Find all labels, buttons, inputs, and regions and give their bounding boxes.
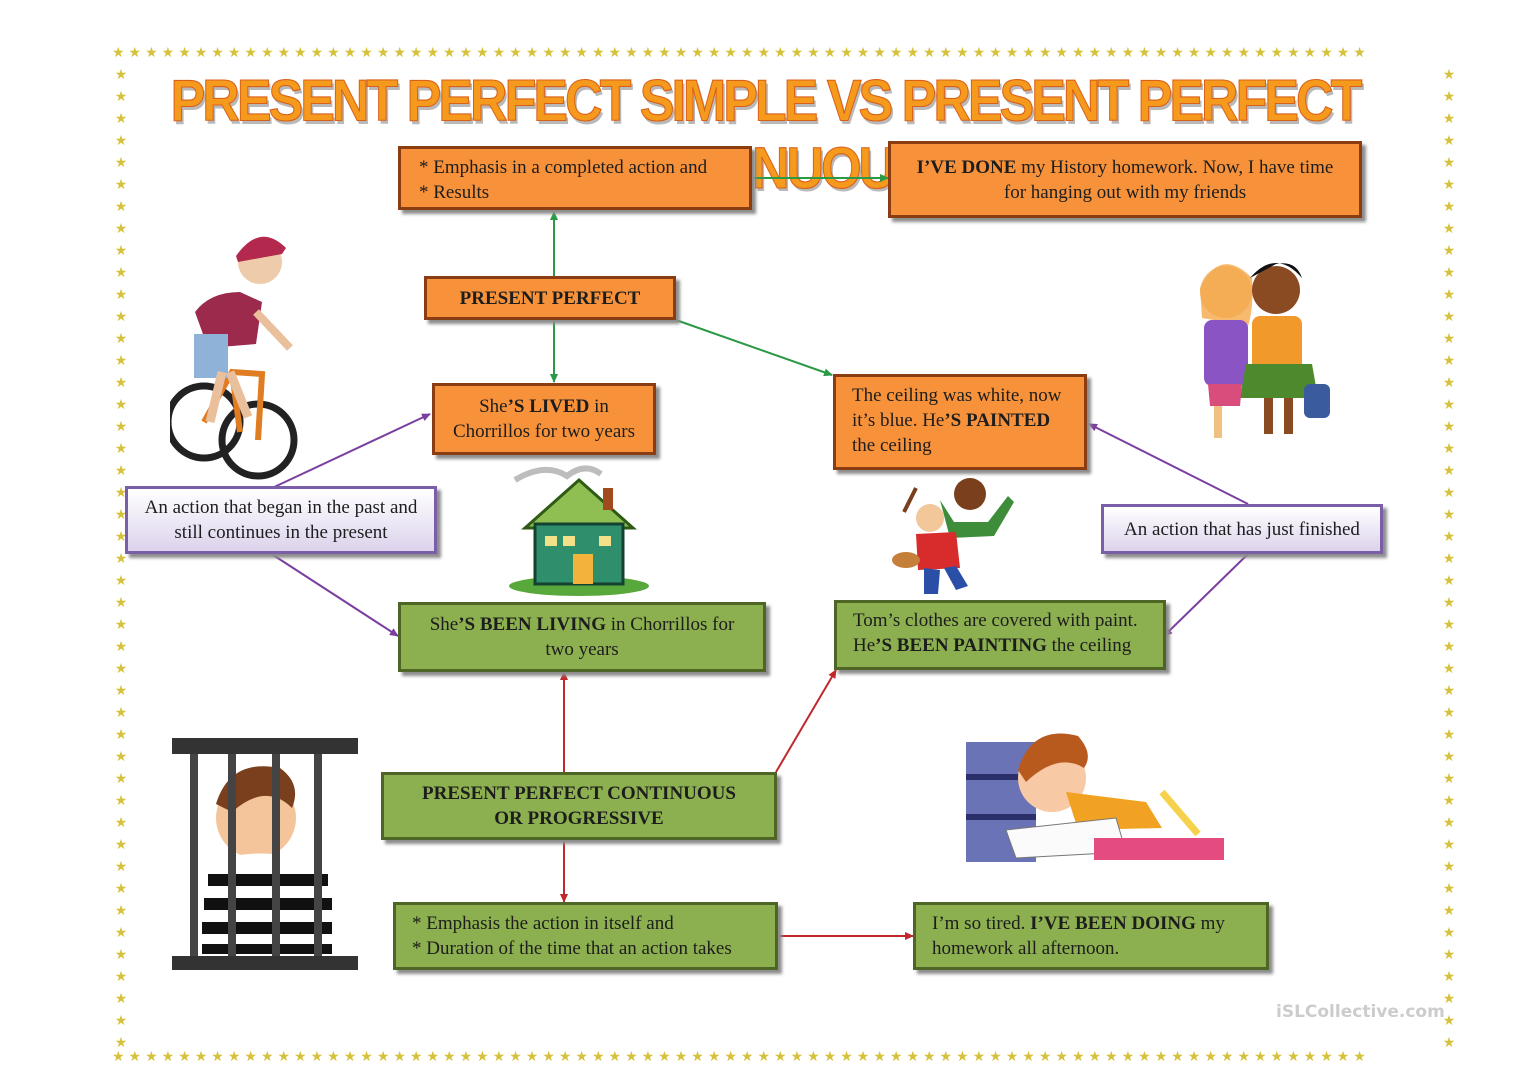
arrow-began-to-lived [269,413,431,490]
been-painting-verb: ’S BEEN PAINTING [875,635,1047,656]
arrow-began-to-been-living [269,552,399,637]
star-border-bottom: ★★★★★★★★★★★★★★★★★★★★★★★★★★★★★★★★★★★★★★★★… [112,1050,1370,1064]
star-border-right: ★★★★★★★★★★★★★★★★★★★★★★★★★★★★★★★★★★★★★★★★… [1442,67,1456,1048]
present-perfect-continuous-box: PRESENT PERFECT CONTINUOUS OR PROGRESSIV… [381,772,777,840]
doing-p1: I’m so tired. [932,913,1031,934]
emphasis-completed-box: * Emphasis in a completed action and * R… [398,146,752,210]
been-painting-p1: Tom’s clothes are covered with paint. He [853,610,1138,656]
example-done-box: I’VE DONE my History homework. Now, I ha… [888,141,1362,218]
watermark: iSLCollective.com [1276,1002,1445,1022]
house-illustration [509,465,649,596]
doing-verb: I’VE BEEN DOING [1030,913,1196,934]
present-perfect-box: PRESENT PERFECT [424,276,676,320]
children-painting-illustration [892,478,1014,594]
painted-p1: The ceiling was white, now it’s blue. He [852,385,1062,431]
arrow-finished-to-been-painting [1163,553,1249,637]
example-doing-box: I’m so tired. I’VE BEEN DOING my homewor… [913,902,1269,970]
painted-verb: ’S PAINTED [944,410,1051,431]
arrow-pp-to-painted [675,319,833,377]
been-painting-box: Tom’s clothes are covered with paint. He… [834,600,1166,670]
cyclist-illustration [170,236,298,480]
been-living-box: She’S BEEN LIVING in Chorrillos for two … [398,602,766,672]
been-living-p3: in Chorrillos for two years [545,614,735,660]
painted-p3: the ceiling [852,435,932,456]
emphasis-cont-line-2: * Duration of the time that an action ta… [412,938,732,959]
done-rest: my History homework. Now, I have time fo… [1003,156,1334,203]
been-painting-p3: the ceiling [1046,635,1132,656]
continuous-line-2: OR PROGRESSIVE [494,808,664,829]
star-border-top: ★★★★★★★★★★★★★★★★★★★★★★★★★★★★★★★★★★★★★★★★… [112,46,1370,60]
lived-p3: in Chorrillos for two years [452,396,636,442]
emphasis-line-1: * Emphasis in a completed action and [419,157,708,178]
done-verb: I’VE DONE [916,156,1017,178]
began-past-box: An action that began in the past and sti… [125,486,437,554]
doing-p3: my homework all afternoon. [932,913,1225,959]
page-title: PRESENT PERFECT SIMPLE VS PRESENT PERFEC… [170,69,1363,202]
star-border-left: ★★★★★★★★★★★★★★★★★★★★★★★★★★★★★★★★★★★★★★★★… [114,67,128,1048]
girl-homework-illustration [966,733,1224,862]
prisoner-illustration [172,738,358,970]
lived-example-box: She’S LIVED in Chorrillos for two years [432,383,656,455]
continuous-line-1: PRESENT PERFECT CONTINUOUS [422,783,736,804]
been-living-p1: She [429,614,459,635]
been-living-verb: ’S BEEN LIVING [458,614,607,635]
lived-p1: She [479,396,508,417]
arrow-cont-to-been-painting [775,669,837,773]
painted-example-box: The ceiling was white, now it’s blue. He… [833,374,1087,470]
lived-verb: ’S LIVED [507,396,590,417]
emphasis-action-box: * Emphasis the action in itself and * Du… [393,902,778,970]
just-finished-box: An action that has just finished [1101,504,1383,554]
two-girls-illustration [1200,263,1330,438]
emphasis-line-2: * Results [419,182,490,203]
arrow-finished-to-painted [1088,423,1249,505]
emphasis-cont-line-1: * Emphasis the action in itself and [412,913,674,934]
